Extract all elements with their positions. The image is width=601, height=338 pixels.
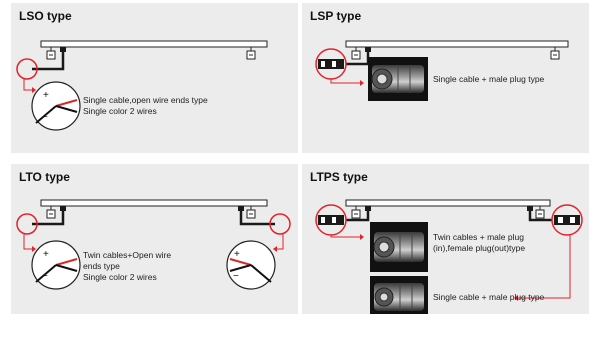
caption-line: Single color 2 wires [83,106,157,116]
panel-title: LSO type [19,9,72,23]
caption-line: ends type [83,261,120,271]
caption-line: Single color 2 wires [83,272,157,282]
cable [32,47,65,71]
plus-label: + [43,90,49,101]
ltps-diagram [315,199,583,314]
cable-end [35,105,57,124]
end-cap-right [527,206,533,211]
callout-line-right [518,235,571,299]
black-wire [55,105,78,113]
cable-end-left [35,264,57,283]
light-bar [345,40,569,48]
callout-line [23,79,32,91]
callout-line-left [330,235,360,238]
callout-arrow-left [360,234,364,240]
plus-label: + [43,249,49,260]
mounting-clip-left [46,47,56,60]
lto-diagram: + − + − [16,199,291,290]
highlight-circle-right [269,213,291,235]
twin-plug-photo [370,222,428,272]
caption-line: (in),female plug(out)type [433,243,526,253]
red-wire-right [229,258,252,266]
caption-line: Twin cables + male plug [433,232,524,242]
panel-lso: LSO type + − Single cable,open wire ends… [11,3,298,153]
lso-diagram: + − [16,40,268,131]
caption-line: Single cable + male plug type [433,74,545,84]
panel-title: LTPS type [310,170,368,184]
panel-lsp: LSP type [302,3,589,153]
lsp-caption: Single cable + male plug type [433,74,544,85]
caption-line: Single cable,open wire ends type [83,95,208,105]
light-bar [40,40,268,48]
minus-label: − [42,112,48,123]
mounting-clip-right [246,47,256,60]
minus-label: − [42,271,48,282]
cable-right [239,206,275,226]
mounting-clip-right [246,206,256,219]
lsp-diagram [315,40,569,101]
male-plug-icon [318,215,344,225]
light-bar [345,199,551,207]
single-plug-photo [370,276,428,314]
callout-line-right [277,234,284,250]
panel-title: LTO type [19,170,70,184]
mounting-clip-right [535,206,545,219]
callout-arrow-right [273,246,277,252]
panel-lto: LTO type + − + − [11,164,298,314]
end-cap-left [365,206,371,211]
mounting-clip-left [351,47,361,60]
callout-line [330,79,360,84]
red-wire-left [55,258,78,266]
highlight-circle [16,58,38,80]
red-wire [55,99,78,107]
end-cap [365,47,371,52]
highlight-circle-right [551,204,583,236]
male-plug-photo [368,57,428,101]
ltps-caption-a: Twin cables + male plug (in),female plug… [433,232,525,254]
mounting-clip-right [550,47,560,60]
caption-line: Twin cables+Open wire [83,250,172,260]
mounting-clip-left [46,206,56,219]
panel-ltps: LTPS type [302,164,589,314]
callout-arrow-right [514,295,518,301]
female-plug-icon [554,215,580,225]
callout-arrow-left [32,246,36,252]
caption-line: Single cable + male plug type [433,292,545,302]
end-cap-right [238,206,244,211]
minus-label: − [233,271,239,282]
highlight-circle-left [16,213,38,235]
plus-label: + [234,249,240,260]
male-plug-icon [318,59,344,69]
callout-line-left [23,234,32,250]
mounting-clip-left [351,206,361,219]
end-cap [60,47,66,52]
cable-end-right [250,264,272,283]
end-cap-left [60,206,66,211]
lso-caption: Single cable,open wire ends type Single … [83,95,208,117]
light-bar [40,199,268,207]
lto-caption: Twin cables+Open wire ends type Single c… [83,250,171,283]
ltps-caption-b: Single cable + male plug type [433,292,544,303]
black-wire-right [229,264,252,272]
cable-left [32,206,65,226]
callout-arrow [32,87,36,93]
callout-arrow [360,80,364,86]
panel-title: LSP type [310,9,362,23]
black-wire-left [55,264,78,272]
